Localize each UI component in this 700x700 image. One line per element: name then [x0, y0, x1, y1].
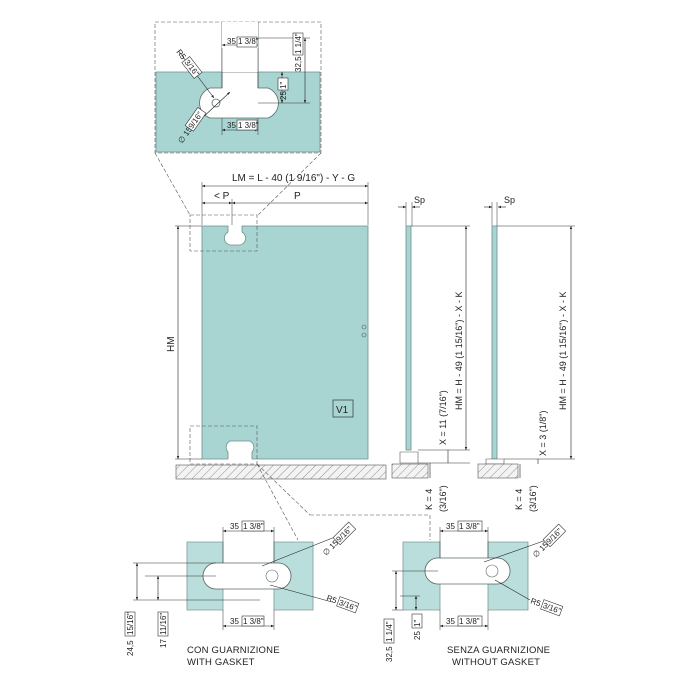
gasket-center-value: 17 — [159, 639, 168, 648]
side-a-k-formula: K = 4 — [424, 489, 434, 510]
lm-formula: LM = L - 40 (1 9/16") - Y - G — [232, 173, 355, 184]
no-gasket-center-value: 25 — [413, 631, 422, 640]
side-b-sp: Sp — [504, 195, 515, 205]
hole-icon — [361, 332, 367, 338]
gasket-width-bottom-inch: 1 3/8" — [243, 617, 264, 626]
panel-tag-box — [332, 399, 354, 418]
side-b-glass — [491, 225, 498, 460]
gasket-width-value: 35 — [230, 522, 239, 531]
side-b-x-formula: X = 3 (1/8") — [538, 411, 548, 456]
no-gasket-caption-it: SENZA GUARNIZIONE — [447, 645, 550, 656]
front-view: LM = L - 40 (1 9/16") - Y - G < P P V1 H… — [166, 173, 387, 480]
side-view-b: Sp HM = H - 49 (1 15/16") - X - K X = 3 … — [477, 195, 575, 512]
p-small-label: < P — [214, 191, 230, 202]
gasket-height-inch: 15/16" — [126, 612, 135, 635]
detail-without-gasket: 35 1 3/8" ∅ 15 9/16" 25 1" 32,5 1 1/4" R… — [383, 520, 567, 668]
side-a-x-formula: X = 11 (7/16") — [438, 390, 448, 445]
gasket-caption-it: CON GUARNIZIONE — [187, 645, 280, 656]
side-a-k-inch: (3/16") — [438, 485, 448, 512]
gasket-height-value: 24,5 — [126, 640, 135, 656]
side-a-glass — [405, 225, 412, 451]
no-gasket-width-value: 35 — [446, 522, 455, 531]
gasket-center-inch: 11/16" — [159, 613, 168, 635]
top-center-inch: 1" — [279, 82, 288, 89]
gasket-width-inch: 1 3/8" — [243, 522, 264, 531]
gasket-caption-en: WITH GASKET — [187, 657, 255, 668]
floor-side-b — [477, 463, 519, 479]
top-center-value: 25 — [279, 91, 288, 100]
top-width-value: 35 — [227, 37, 236, 46]
side-b-k-formula: K = 4 — [514, 489, 524, 510]
side-a-hm-formula: HM = H - 49 (1 15/16") - X - K — [454, 292, 464, 410]
no-gasket-radius-inch: 3/16" — [542, 601, 563, 616]
no-gasket-height-inch: 1 1/4" — [385, 621, 394, 642]
hm-label: HM — [166, 336, 177, 352]
side-a-sp: Sp — [414, 195, 425, 205]
panel-tag: V1 — [336, 405, 349, 416]
no-gasket-height-value: 32,5 — [385, 646, 394, 662]
hole-icon — [361, 324, 367, 330]
side-b-k-inch: (3/16") — [528, 485, 538, 512]
no-gasket-slot — [424, 557, 511, 585]
side-view-a: Sp HM = H - 49 (1 15/16") - X - K X = 11… — [391, 195, 470, 512]
side-b-profile — [485, 458, 505, 465]
no-gasket-width-bottom-inch: 1 3/8" — [459, 617, 480, 626]
top-width-bottom-value: 35 — [227, 121, 236, 130]
top-width-bottom-inch: 1 3/8" — [238, 121, 259, 130]
gasket-radius-value: R5 — [325, 593, 338, 605]
gasket-width-bottom-value: 35 — [230, 617, 239, 626]
floor-side-a — [391, 463, 429, 479]
gasket-slot — [202, 562, 292, 590]
no-gasket-radius-value: R5 — [529, 596, 542, 608]
detail-box-bottom — [189, 425, 258, 465]
side-b-hm-formula: HM = H - 49 (1 15/16") - X - K — [558, 292, 568, 410]
side-a-profile — [399, 451, 419, 464]
gasket-radius-inch: 3/16" — [338, 598, 359, 613]
detail-top: 35 1 3/8" 32,5 1 1/4" 25 1" R5 3/16" ∅ 1… — [154, 21, 322, 154]
glass-panel — [201, 225, 369, 460]
no-gasket-center-inch: 1" — [413, 620, 422, 627]
no-gasket-caption-en: WITHOUT GASKET — [452, 657, 540, 668]
top-height-inch: 1 1/4" — [294, 33, 303, 54]
detail-box-top — [189, 214, 258, 252]
top-width-inch: 1 3/8" — [238, 37, 259, 46]
floor-front — [175, 464, 387, 480]
no-gasket-width-bottom-value: 35 — [446, 617, 455, 626]
detail-with-gasket: 35 1 3/8" ∅ 15 9/16" 24,5 15/16" 17 11/1… — [124, 520, 360, 668]
top-height-value: 32,5 — [294, 56, 303, 72]
detail-top-frame — [154, 21, 322, 154]
no-gasket-width-inch: 1 3/8" — [459, 522, 480, 531]
p-label: P — [294, 191, 301, 202]
